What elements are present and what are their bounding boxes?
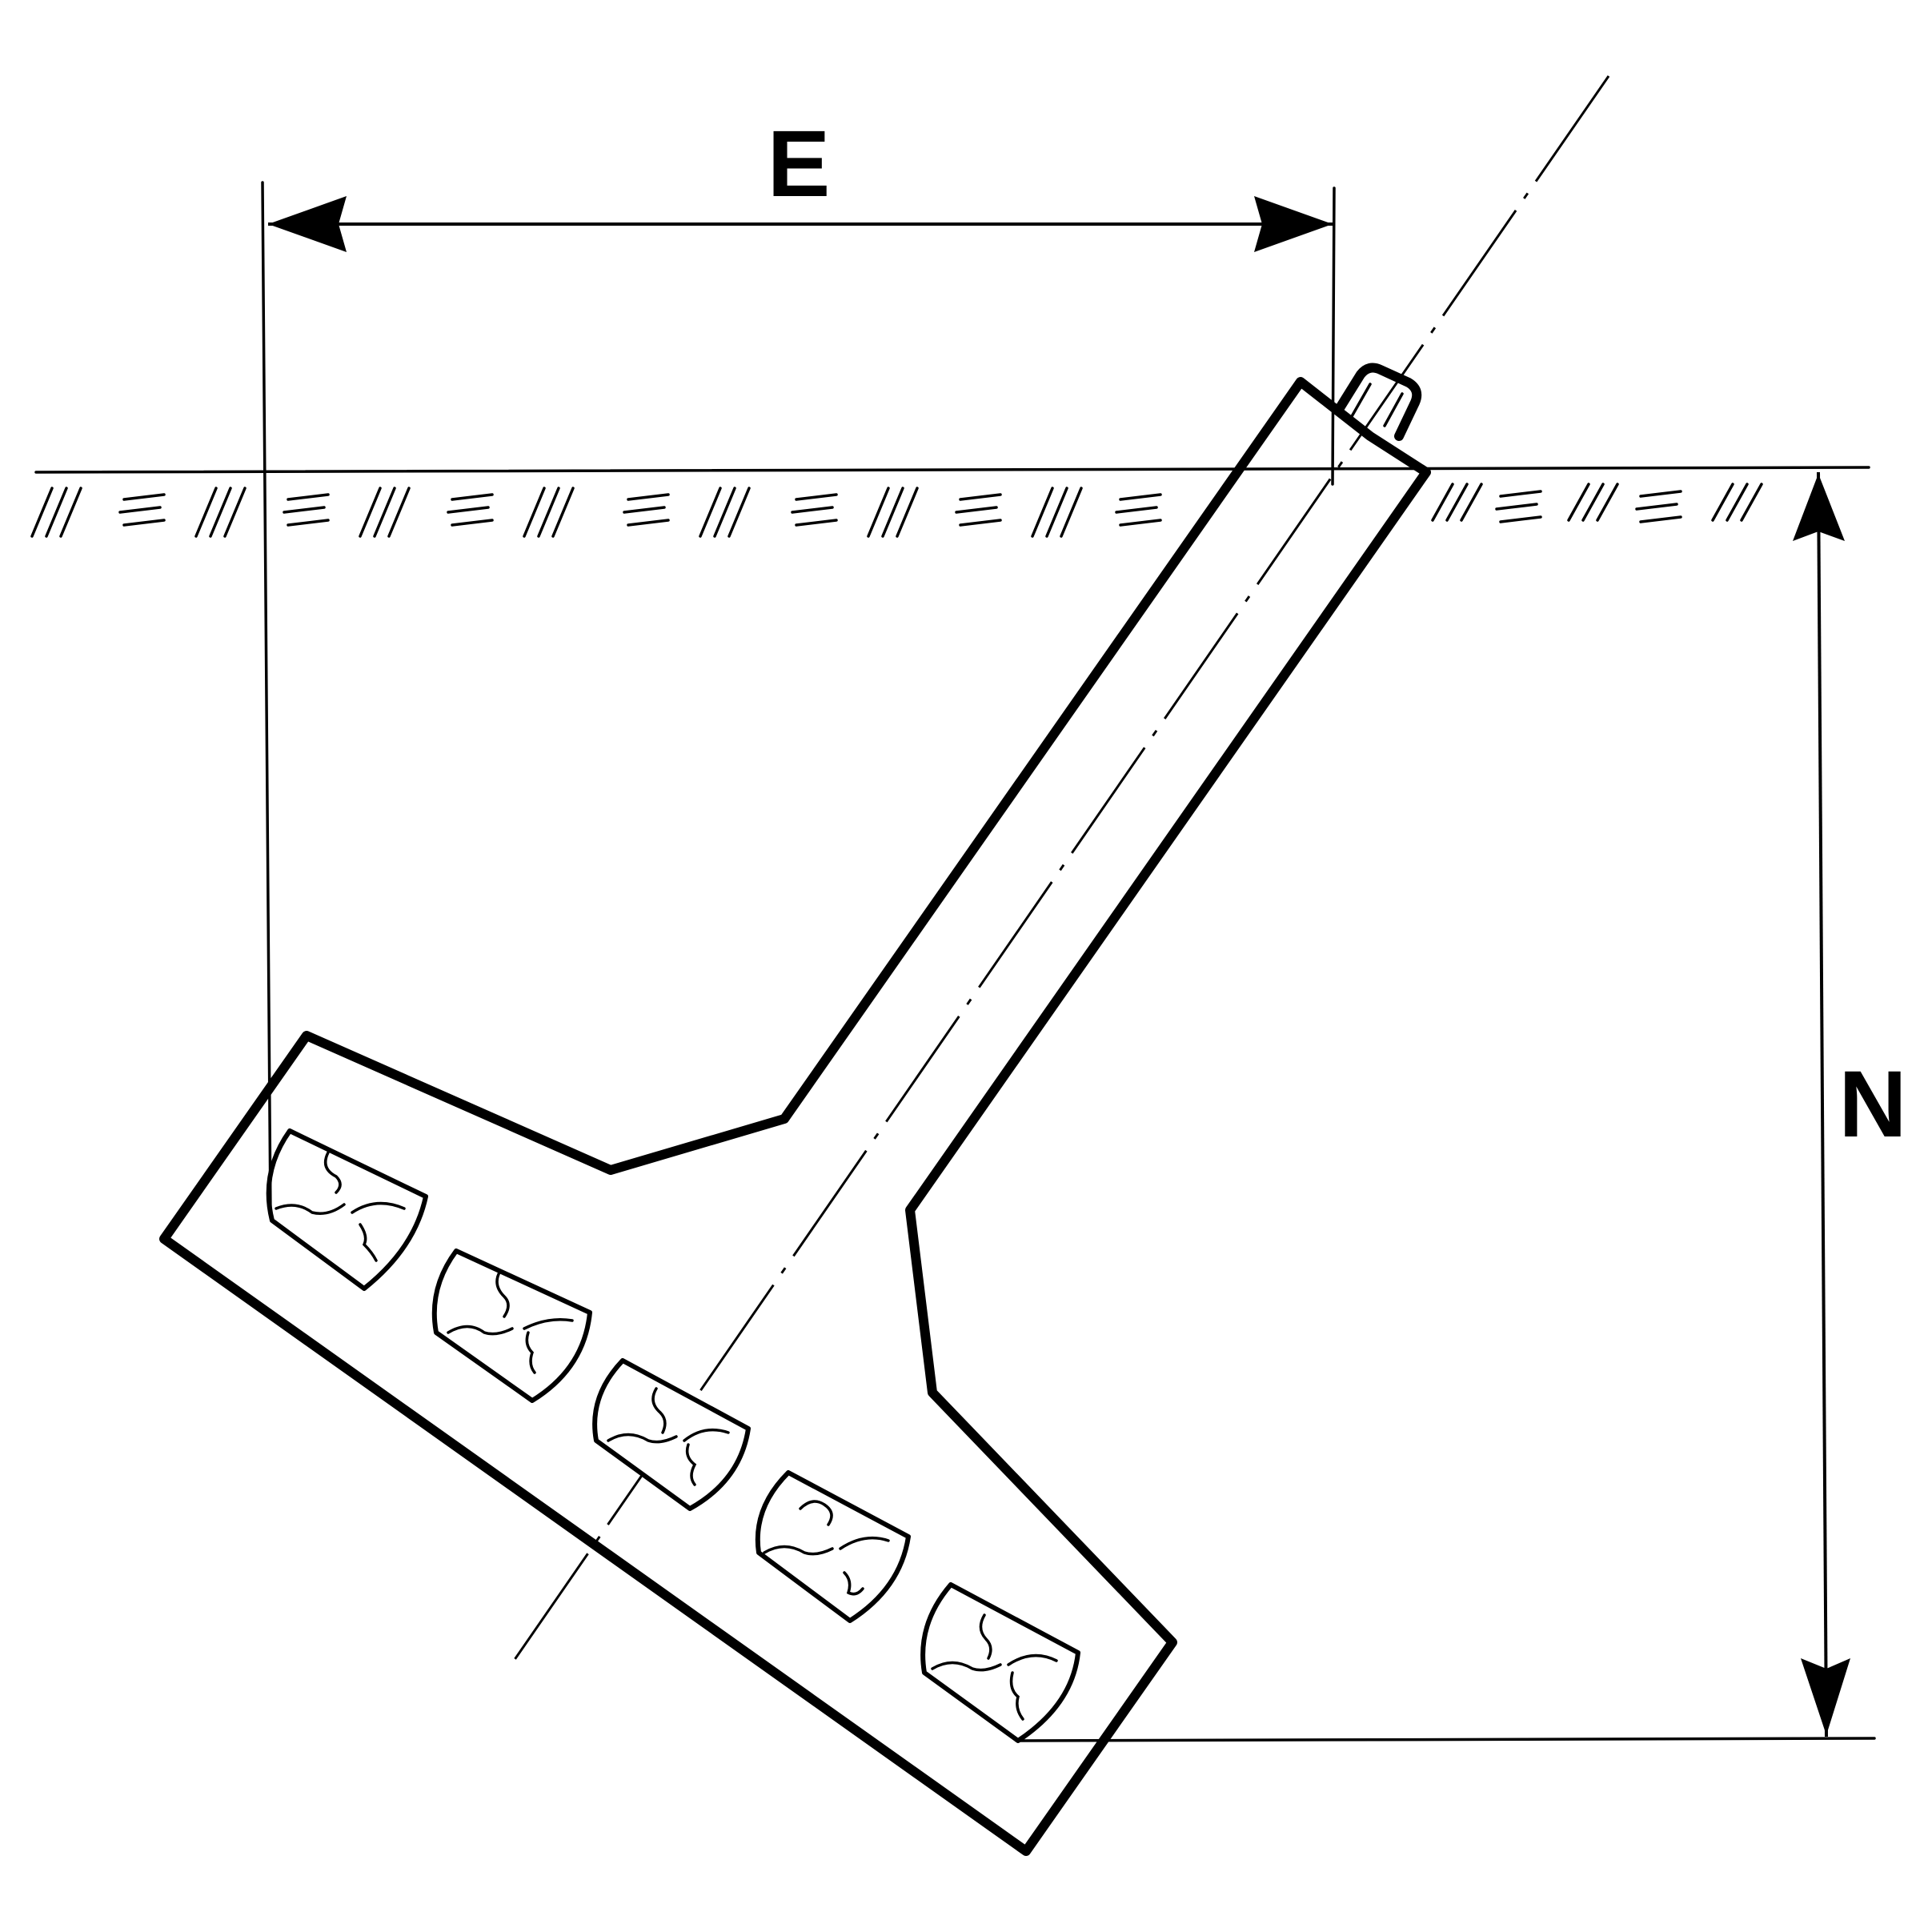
- ground-hatching: [30, 483, 1763, 538]
- stone-4: [755, 1470, 911, 1623]
- label-e: E: [768, 111, 831, 217]
- anchor-head-inner: [1349, 383, 1404, 427]
- n-bottom-extension: [1015, 1737, 1876, 1742]
- stone-1: [266, 1128, 428, 1291]
- anchor-body-outline: [159, 377, 1431, 1856]
- n-arrow-bottom: [1801, 1658, 1850, 1735]
- anchor-axis: [511, 75, 1610, 1664]
- n-dimension-line: [1817, 471, 1828, 1738]
- n-arrow-top: [1793, 474, 1845, 541]
- stone-3: [592, 1358, 751, 1511]
- stone-5: [920, 1582, 1080, 1743]
- e-extension-right: [1331, 186, 1336, 486]
- anchor-head-cap: [1333, 363, 1422, 441]
- e-extension-left: [261, 181, 272, 1218]
- label-n: N: [1838, 1052, 1906, 1157]
- e-arrow-right: [1254, 196, 1333, 252]
- ground-line: [34, 466, 1870, 474]
- e-arrow-left: [268, 196, 347, 252]
- stone-2: [431, 1249, 592, 1403]
- anchor-stones: [266, 1128, 1080, 1743]
